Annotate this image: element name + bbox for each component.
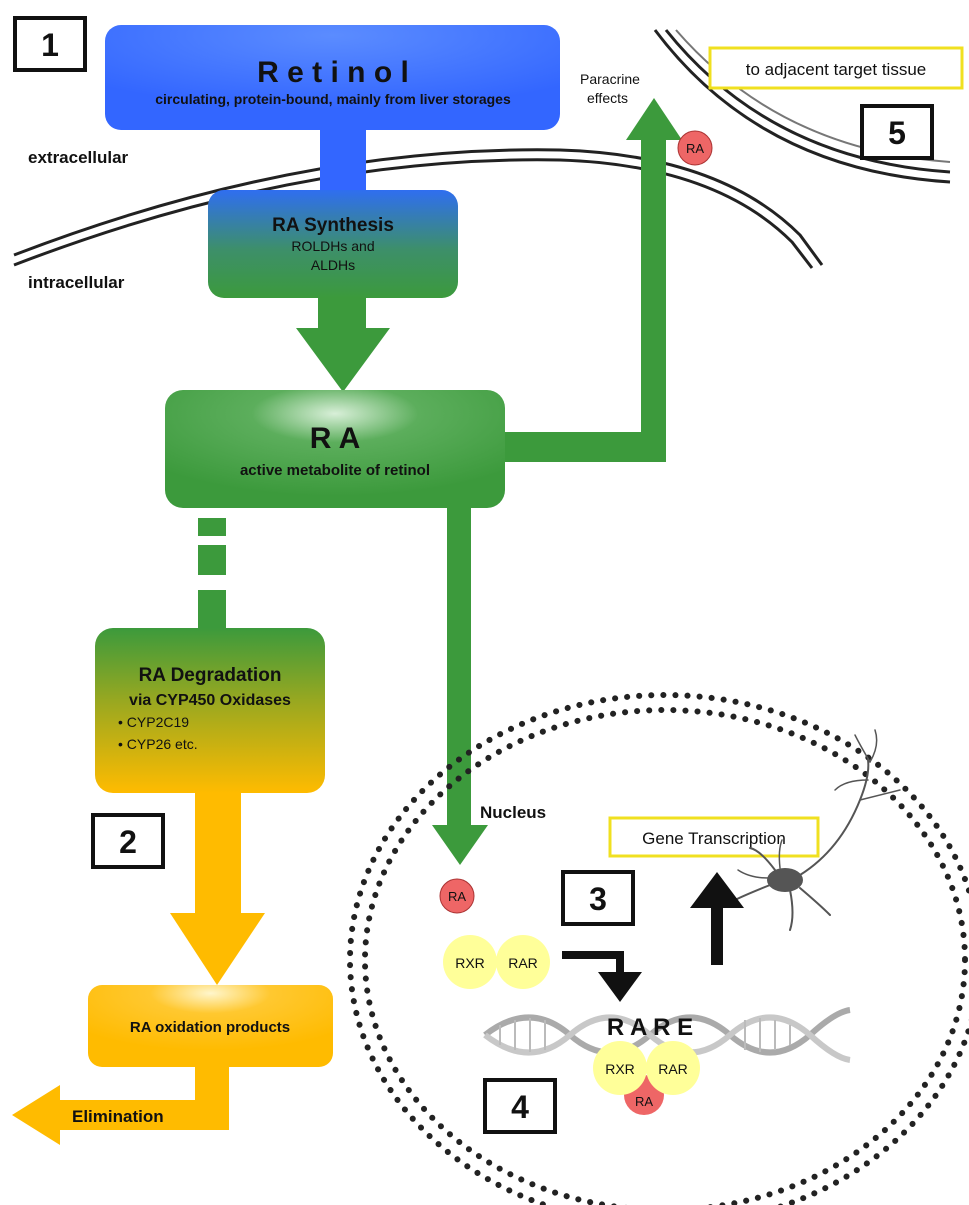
ra-molecule-nucleus: RA [439, 878, 475, 914]
synthesis-to-ra-arrow [296, 290, 390, 392]
rxr-label: RXR [455, 955, 485, 971]
synthesis-title: RA Synthesis [272, 215, 394, 236]
ra-molecule-label: RA [448, 889, 466, 904]
marker-4-box: 4 [483, 1078, 557, 1134]
nucleus-membrane [347, 692, 969, 1205]
marker-4-label: 4 [511, 1089, 529, 1125]
rare-label: R A R E [607, 1014, 693, 1041]
marker-3-box: 3 [561, 870, 635, 926]
degradation-title: RA Degradation [139, 665, 282, 686]
ra-subtitle: active metabolite of retinol [240, 462, 430, 479]
ra-degradation-box: RA Degradation via CYP450 Oxidases • CYP… [95, 628, 325, 793]
target-tissue-text: to adjacent target tissue [746, 60, 927, 79]
rxr-label: RXR [605, 1061, 635, 1077]
ra-title: R A [310, 422, 361, 455]
ra-oxidation-products-box: RA oxidation products [88, 985, 333, 1067]
cell-membrane [13, 148, 824, 269]
marker-2-label: 2 [119, 824, 137, 860]
intracellular-label: intracellular [28, 273, 125, 292]
extracellular-label: extracellular [28, 148, 129, 167]
transcription-up-arrow [690, 872, 744, 965]
paracrine-label-line1: Paracrine [580, 71, 640, 87]
synthesis-line1: ROLDHs and [291, 238, 374, 254]
rar-label: RAR [508, 955, 538, 971]
paracrine-arrow [500, 98, 682, 462]
rxr-rar-complex-free: RXR RAR [443, 935, 550, 989]
neuron-icon [734, 729, 901, 931]
gene-transcription-label: Gene Transcription [608, 816, 820, 858]
degradation-to-oxidation-arrow [170, 790, 265, 985]
ra-molecule-label: RA [686, 141, 704, 156]
rar-label: RAR [658, 1061, 688, 1077]
nucleus-label: Nucleus [480, 803, 546, 822]
retinol-box: R e t i n o l circulating, protein-bound… [105, 25, 560, 130]
retinol-subtitle: circulating, protein-bound, mainly from … [155, 91, 511, 107]
ra-synthesis-box: RA Synthesis ROLDHs and ALDHs [208, 190, 458, 298]
degradation-item: • CYP26 etc. [118, 736, 198, 752]
paracrine-label-line2: effects [587, 90, 628, 106]
oxidation-label: RA oxidation products [130, 1019, 290, 1036]
elimination-label: Elimination [72, 1107, 164, 1126]
target-tissue-label: to adjacent target tissue [708, 46, 964, 90]
degradation-item: • CYP2C19 [118, 714, 189, 730]
degradation-dashed-stem [198, 518, 226, 630]
marker-5-label: 5 [888, 115, 906, 151]
degradation-subtitle: via CYP450 Oxidases [129, 692, 291, 709]
synthesis-line2: ALDHs [311, 257, 355, 273]
marker-2-box: 2 [91, 813, 165, 869]
rxr-rar-ra-complex-bound: RXR RAR RA [593, 1041, 700, 1115]
marker-1-box: 1 [13, 16, 87, 72]
marker-5-box: 5 [860, 104, 934, 160]
ra-molecule-paracrine: RA [677, 130, 713, 166]
marker-1-label: 1 [41, 27, 59, 63]
binding-arrow [562, 951, 642, 1002]
gene-transcription-text: Gene Transcription [642, 829, 786, 848]
ra-molecule-label: RA [635, 1094, 653, 1109]
elimination-arrow [12, 1060, 229, 1145]
ra-box: R A active metabolite of retinol [165, 390, 505, 508]
retinol-title: R e t i n o l [257, 56, 409, 89]
marker-3-label: 3 [589, 881, 607, 917]
